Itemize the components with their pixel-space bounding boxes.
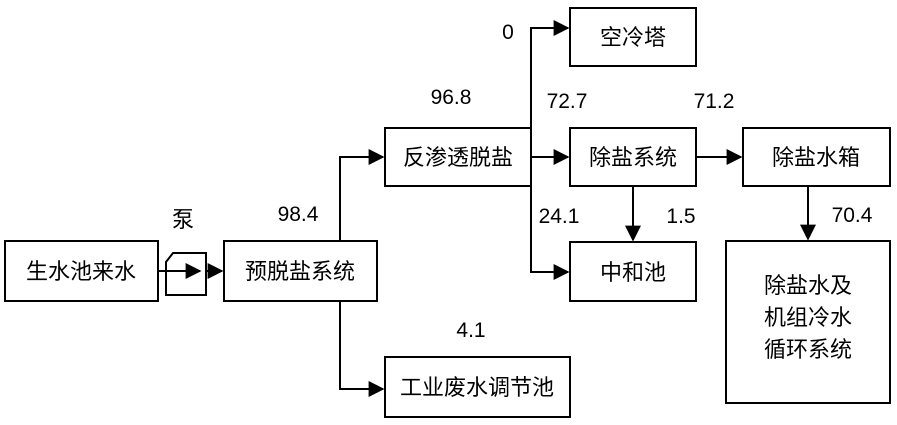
pump-icon (165, 252, 207, 296)
neutralization-pool-box (569, 241, 697, 302)
flow-to-desalination: 72.7 (547, 90, 588, 113)
flow-to-neutral-from-ro: 24.1 (539, 205, 580, 228)
flow-ro-out: 96.8 (431, 86, 472, 109)
flow-to-air-cooling: 0 (502, 21, 514, 44)
raw-water-box (4, 240, 159, 302)
neutralization-pool-label: 中和池 (600, 261, 666, 286)
demineralized-tank-label: 除盐水箱 (772, 146, 860, 171)
demineralized-tank-box (742, 127, 891, 187)
air-cooling-tower-box (569, 7, 697, 67)
pre-to-ro-arrow (339, 149, 385, 241)
industrial-wastewater-box (384, 356, 571, 418)
air-cooling-tower-label: 空冷塔 (600, 26, 666, 51)
circulation-system-box (725, 240, 891, 404)
reverse-osmosis-box (384, 127, 532, 187)
pump-label: 泵 (172, 208, 194, 233)
ro-to-neutralization-arrow (530, 157, 570, 280)
desalination-system-label: 除盐系统 (589, 146, 677, 171)
flow-to-tank: 71.2 (694, 90, 735, 113)
ro-to-air-cooling-arrow (530, 20, 570, 157)
flow-to-circulation: 70.4 (832, 204, 873, 227)
pre-to-wastewater-arrow (339, 301, 385, 397)
circulation-label-line1: 除盐水及 (764, 274, 852, 299)
industrial-wastewater-label: 工业废水调节池 (400, 376, 554, 401)
flow-to-neutral-from-desal: 1.5 (666, 205, 695, 228)
flow-to-wastewater: 4.1 (456, 319, 485, 342)
pre-desalination-label: 预脱盐系统 (245, 260, 355, 285)
flow-to-ro: 98.4 (278, 203, 319, 226)
pre-desalination-box (223, 240, 378, 302)
reverse-osmosis-label: 反渗透脱盐 (403, 146, 513, 171)
circulation-label-line3: 循环系统 (764, 338, 852, 363)
circulation-label-line2: 机组冷水 (764, 306, 852, 331)
raw-water-label: 生水池来水 (26, 260, 136, 285)
